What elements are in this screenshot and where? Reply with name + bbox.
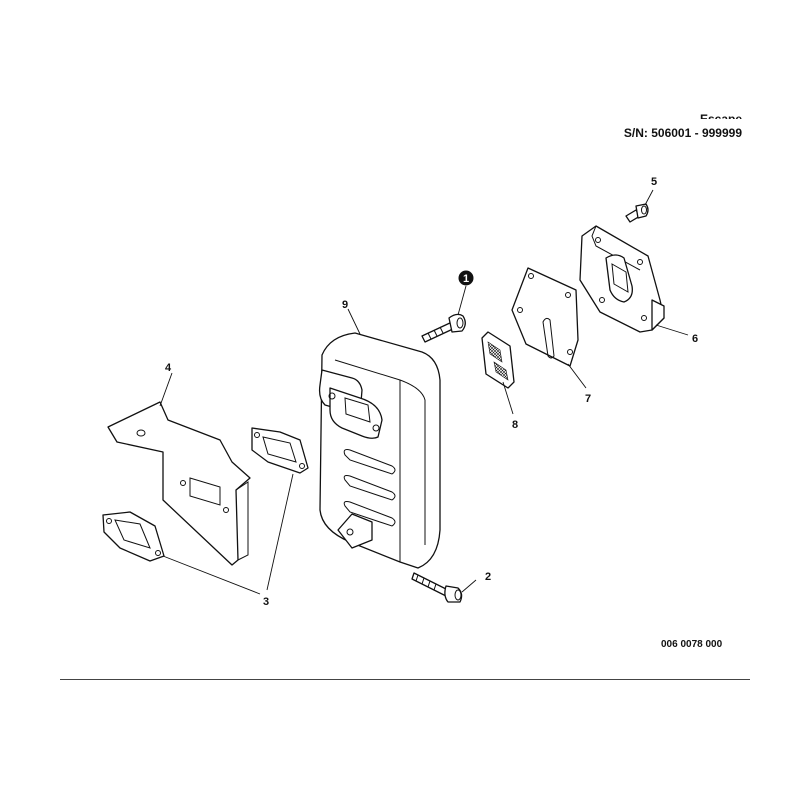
- leader-lines: [159, 189, 689, 595]
- callout-1-badge: [458, 270, 474, 286]
- serial-range: S/N: 506001 - 999999: [623, 126, 742, 140]
- spark-screen: [481, 331, 515, 389]
- callout-1: 1: [463, 273, 469, 285]
- callout-9: 9: [342, 299, 348, 311]
- callout-5: 5: [651, 176, 657, 188]
- callout-6: 6: [692, 333, 698, 345]
- screw-small: [625, 203, 649, 223]
- heat-shield-bracket: [107, 401, 251, 566]
- callout-8: 8: [512, 419, 518, 431]
- bolt-upper: [421, 313, 466, 343]
- callout-4: 4: [165, 362, 172, 374]
- cover-plate: [511, 267, 579, 367]
- callout-3: 3: [263, 596, 269, 608]
- bolt-lower: [411, 572, 463, 603]
- footer-divider: [60, 679, 750, 680]
- deflector: [579, 225, 665, 333]
- drawing-code: 006 0078 000: [661, 639, 723, 650]
- page-title: Escape: [699, 112, 742, 119]
- callout-7: 7: [585, 393, 591, 405]
- callout-2: 2: [485, 571, 491, 583]
- gasket-lower: [102, 511, 165, 562]
- gasket-upper: [251, 427, 309, 474]
- muffler: [318, 332, 441, 569]
